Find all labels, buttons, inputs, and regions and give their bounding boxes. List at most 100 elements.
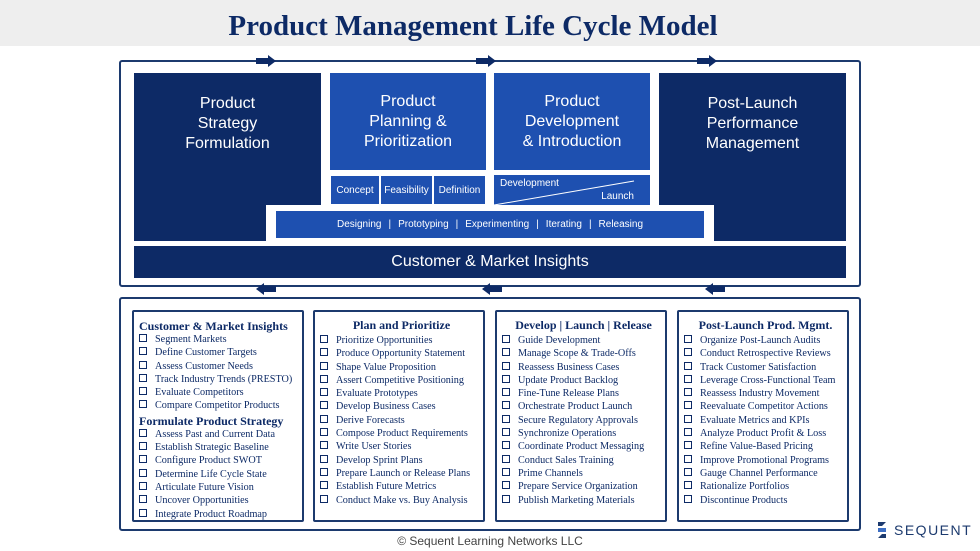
checkbox-icon [502,467,510,476]
diagonal-divider [494,180,635,205]
checkbox-icon [684,361,692,370]
list-item: Conduct Retrospective Reviews [684,347,847,360]
list-item: Compare Competitor Products [139,399,302,412]
left-arrow-icon [705,283,725,295]
column-heading: Develop | Launch | Release [515,318,652,332]
list-item: Improve Promotional Programs [684,454,847,467]
activity-designing: Designing [336,219,382,230]
checkbox-icon [320,481,328,490]
checkbox-icon [502,348,510,357]
checkbox-icon [684,414,692,423]
stage-development-introduction: Product Development & Introduction [494,73,650,170]
checkbox-icon [320,441,328,450]
list-item: Establish Future Metrics [320,480,483,493]
column-post-launch: Post-Launch Prod. Mgmt. Organize Post-La… [677,310,849,522]
customer-market-insights-bar: Customer & Market Insights [134,246,846,278]
checkbox-icon [139,508,147,517]
checkbox-icon [684,494,692,503]
activity-separator: | [588,219,592,230]
develop-list: Guide Development Manage Scope & Trade-O… [502,334,665,507]
checkbox-icon [502,454,510,463]
list-item: Manage Scope & Trade-Offs [502,347,665,360]
checkbox-icon [502,374,510,383]
activities-bar: Designing | Prototyping | Experimenting … [276,211,704,238]
checkbox-icon [684,374,692,383]
section-heading-insights: Customer & Market Insights [139,319,288,333]
list-item: Write User Stories [320,440,483,453]
checkbox-icon [320,348,328,357]
list-item: Update Product Backlog [502,374,665,387]
development-launch-box: Development Launch [494,175,650,205]
checkbox-icon [684,335,692,343]
activity-releasing: Releasing [598,219,644,230]
checkbox-icon [684,388,692,397]
list-item: Evaluate Prototypes [320,387,483,400]
column-strategy: Customer & Market Insights Segment Marke… [132,310,304,522]
checkbox-icon [139,481,147,490]
list-item: Rationalize Portfolios [684,480,847,493]
checkbox-icon [320,361,328,370]
checkbox-icon [320,374,328,383]
checkbox-icon [684,401,692,410]
list-item: Organize Post-Launch Audits [684,334,847,347]
checkbox-icon [320,428,328,437]
checkbox-icon [139,400,147,409]
list-item: Reassess Industry Movement [684,387,847,400]
checkbox-icon [320,494,328,503]
list-item: Integrate Product Roadmap [139,508,302,521]
list-item: Segment Markets [139,333,302,346]
list-item: Uncover Opportunities [139,494,302,507]
title-band [0,0,980,46]
checkbox-icon [320,467,328,476]
column-heading: Post-Launch Prod. Mgmt. [698,318,833,332]
right-arrow-icon [256,55,276,67]
checkbox-icon [320,454,328,463]
checkbox-icon [139,347,147,356]
list-item: Evaluate Competitors [139,386,302,399]
list-item: Assess Past and Current Data [139,428,302,441]
list-item: Develop Business Cases [320,400,483,413]
list-item: Track Customer Satisfaction [684,361,847,374]
checkbox-icon [139,468,147,477]
list-item: Conduct Make vs. Buy Analysis [320,494,483,507]
activity-separator: | [388,219,392,230]
checkbox-icon [320,335,328,343]
list-item: Gauge Channel Performance [684,467,847,480]
activity-separator: | [536,219,539,230]
checkbox-icon [502,494,510,503]
list-item: Prepare Launch or Release Plans [320,467,483,480]
list-item: Produce Opportunity Statement [320,347,483,360]
plan-list: Prioritize Opportunities Produce Opportu… [320,334,483,507]
list-item: Reevaluate Competitor Actions [684,400,847,413]
sequent-logo: SEQUENT [876,521,972,539]
checkbox-icon [139,428,147,437]
list-item: Refine Value-Based Pricing [684,440,847,453]
list-item: Assert Competitive Positioning [320,374,483,387]
column-heading: Plan and Prioritize [352,318,451,332]
activity-prototyping: Prototyping [398,219,449,230]
stage-planning-prioritization: Product Planning & Prioritization [330,73,486,170]
checkbox-icon [684,481,692,490]
phase-feasibility: Feasibility [380,175,433,205]
checkbox-icon [502,335,510,343]
list-item: Conduct Sales Training [502,454,665,467]
checkbox-icon [684,348,692,357]
list-item: Determine Life Cycle State [139,468,302,481]
column-plan-prioritize: Plan and Prioritize Prioritize Opportuni… [313,310,485,522]
checkbox-icon [320,401,328,410]
list-item: Shape Value Proposition [320,361,483,374]
list-item: Fine-Tune Release Plans [502,387,665,400]
page-title: Product Management Life Cycle Model [228,10,718,42]
activity-experimenting: Experimenting [465,219,530,230]
checkbox-icon [139,334,147,342]
checkbox-icon [139,495,147,504]
checkbox-icon [684,441,692,450]
checkbox-icon [502,388,510,397]
left-arrow-icon [256,283,276,295]
checkbox-icon [502,401,510,410]
post-launch-list: Organize Post-Launch Audits Conduct Retr… [684,334,847,507]
column-develop-launch: Develop | Launch | Release Guide Develop… [495,310,667,522]
strategy-list: Assess Past and Current Data Establish S… [139,428,302,521]
right-arrow-icon [697,55,717,67]
list-item: Orchestrate Product Launch [502,400,665,413]
